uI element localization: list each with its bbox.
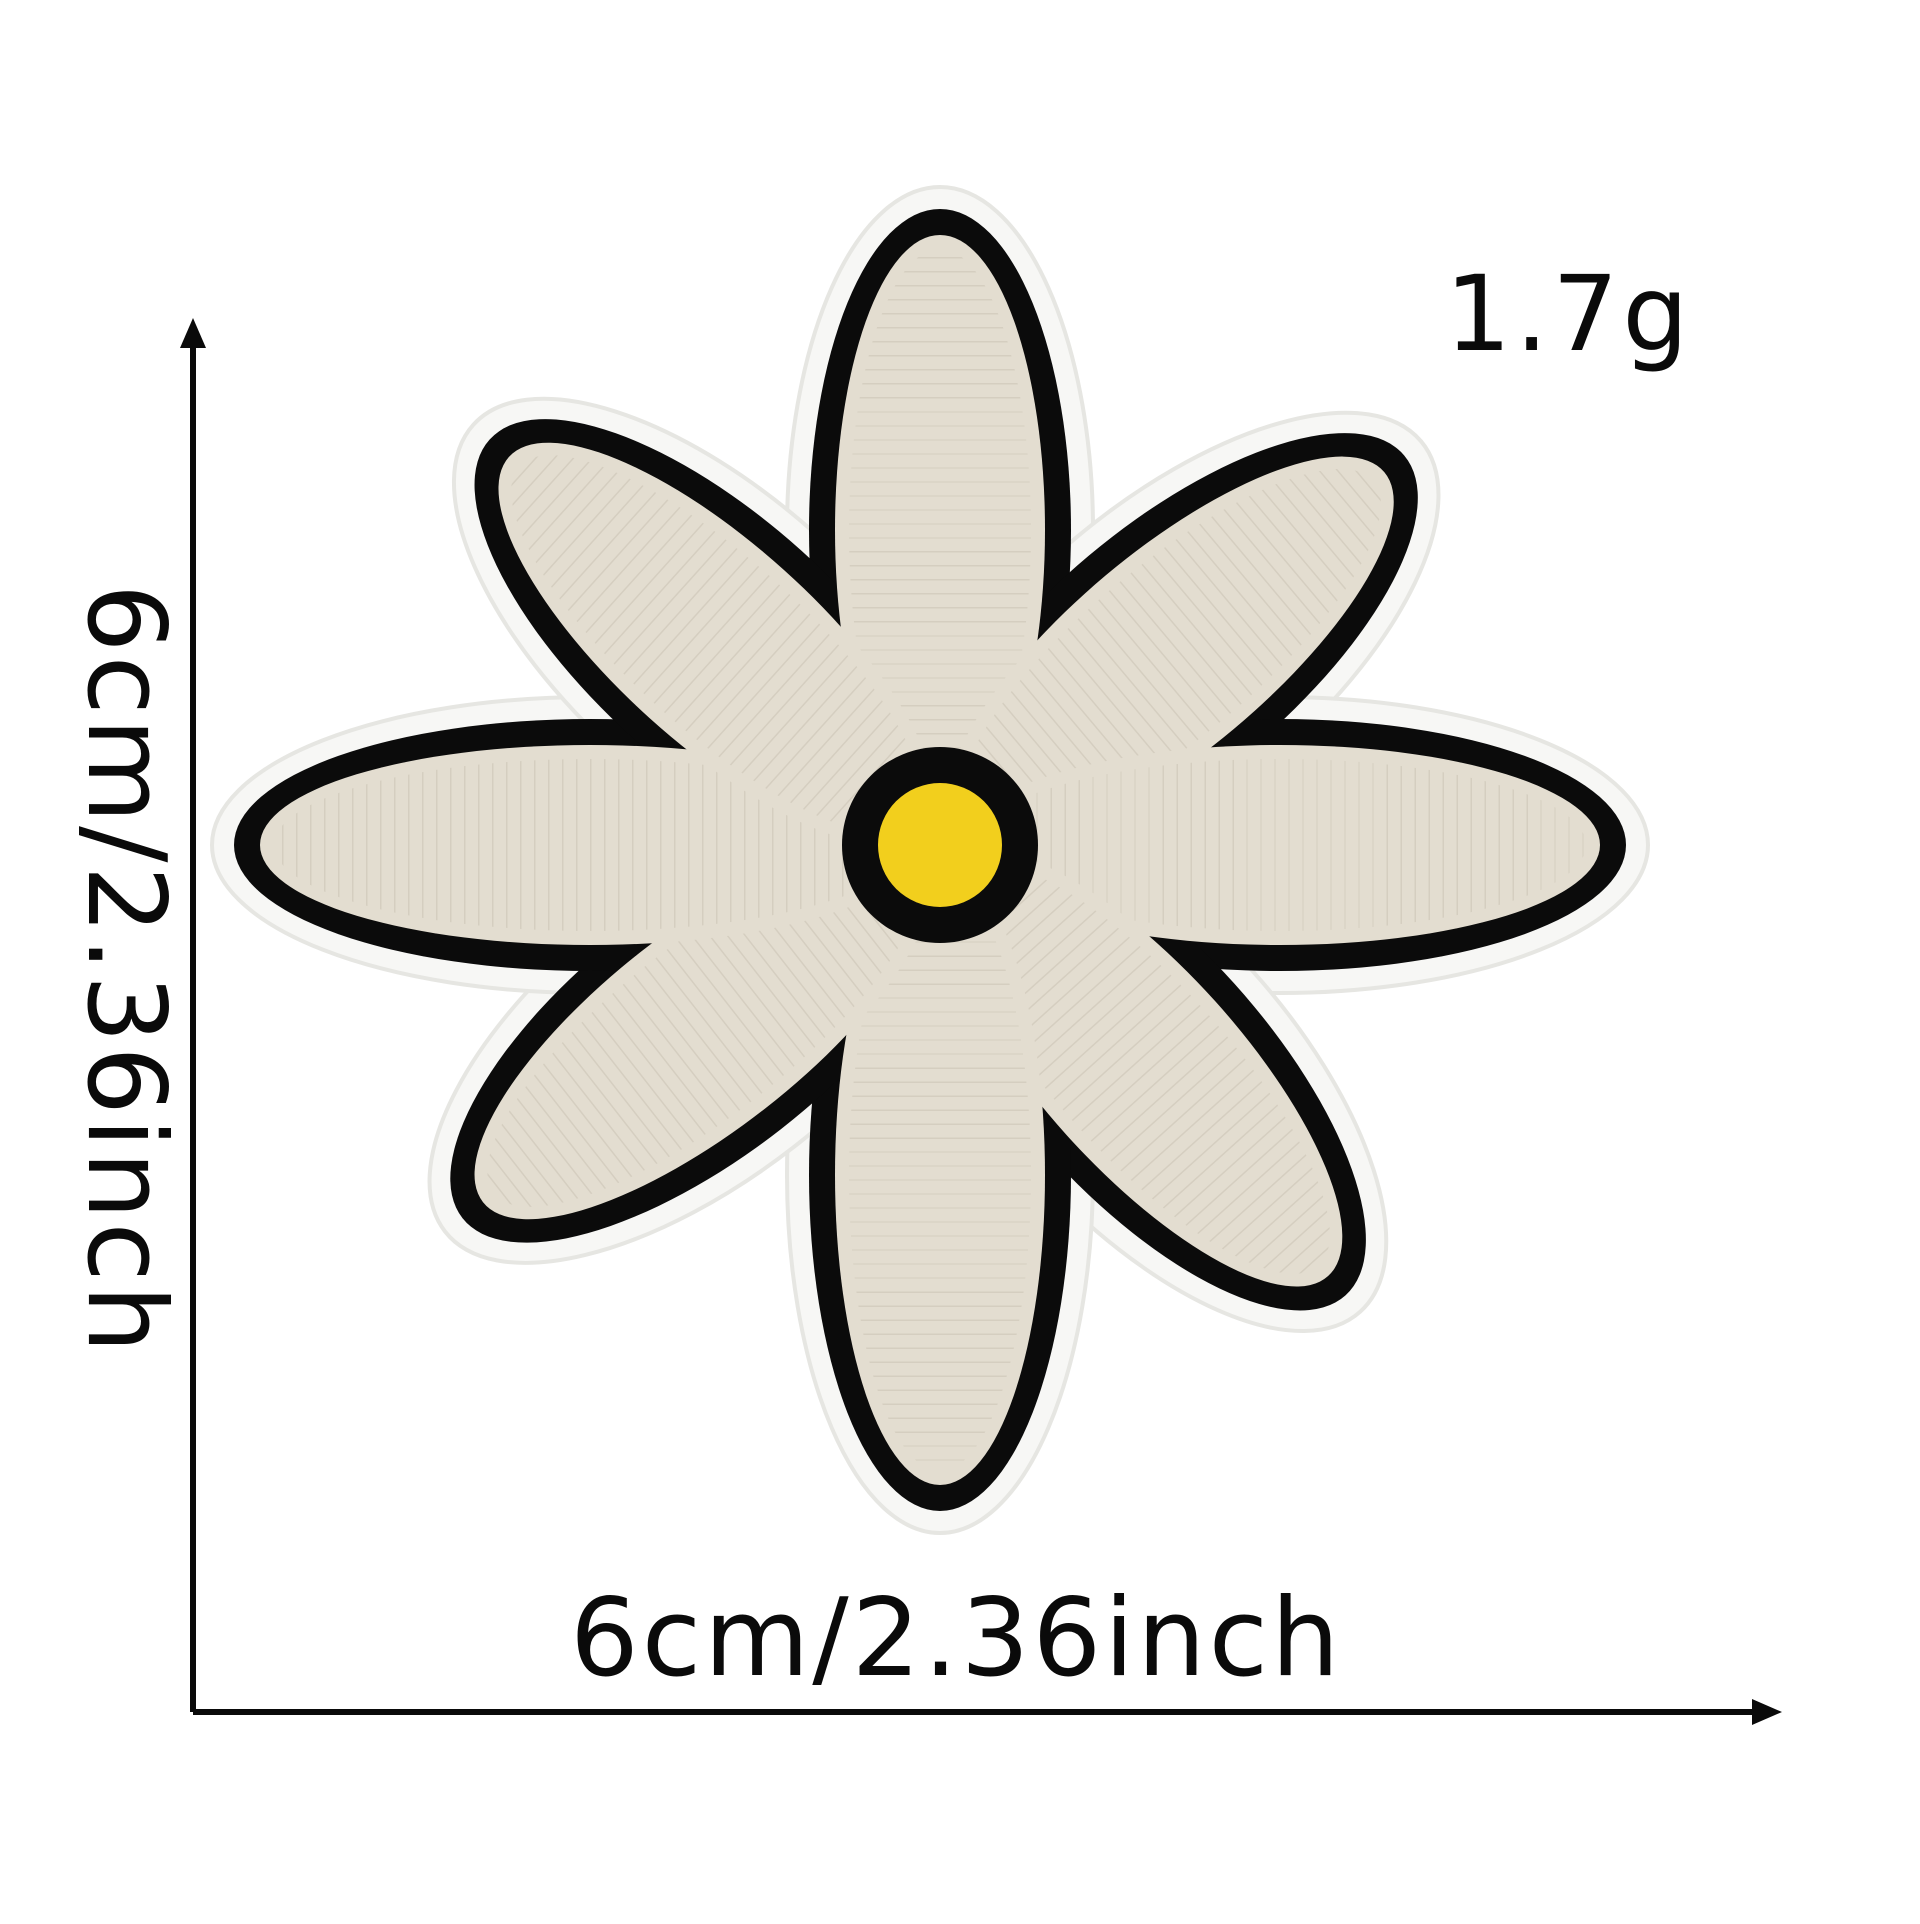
weight-label: 1.7g [1445,253,1693,375]
petal-bottom-right-stitching [951,862,1330,1274]
arrow-up-icon [180,318,206,348]
flower-center-yellow [878,783,1002,907]
height-dimension-label: 6cm/2.36inch [63,583,188,1357]
petal-bottom-left-stitching [487,852,920,1207]
petals [260,235,1600,1485]
petal-right-stitching [974,759,1586,931]
horizontal-dimension-arrow [193,1699,1782,1725]
petal-top-left-stitching [511,455,923,834]
petal-top-stitching [849,249,1031,811]
petal-left-stitching [274,759,906,931]
vertical-dimension-arrow [180,318,206,1712]
width-dimension-label: 6cm/2.36inch [570,1576,1343,1701]
arrow-right-icon [1752,1699,1782,1725]
petal-top-right-stitching [958,468,1381,836]
petal-bottom-stitching [849,879,1031,1471]
